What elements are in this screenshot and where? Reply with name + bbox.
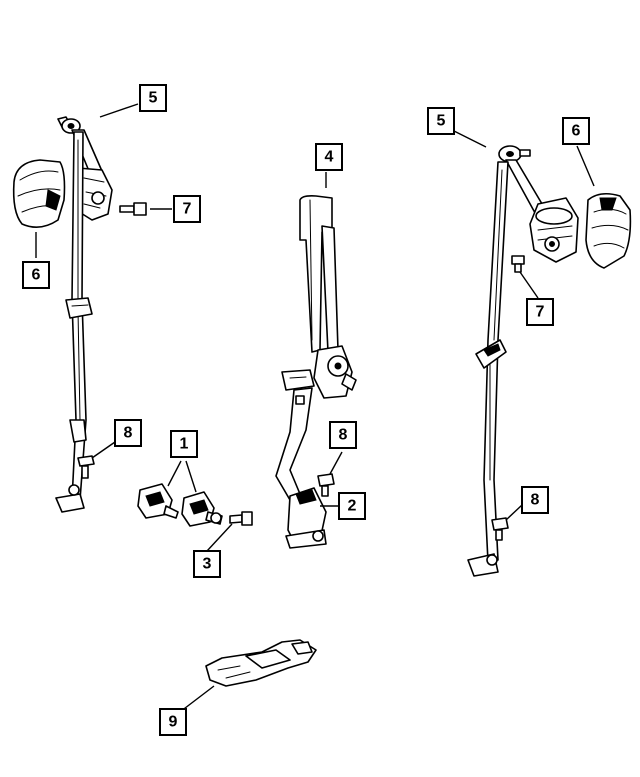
left-bolt: [119, 202, 147, 216]
callout-7-left: 7: [173, 195, 201, 223]
floor-bracket: [205, 639, 317, 687]
callout-8-right-label: 8: [531, 492, 540, 509]
callout-5-left: 5: [139, 84, 167, 112]
callout-6-right-label: 6: [572, 123, 581, 140]
left-trim-cover: [12, 159, 66, 228]
callout-5-right-label: 5: [437, 113, 446, 130]
callout-5-left-label: 5: [149, 90, 158, 107]
center-lower-bolt: [317, 473, 335, 497]
callout-9: 9: [159, 708, 187, 736]
callout-2: 2: [338, 492, 366, 520]
callout-6-right: 6: [562, 117, 590, 145]
callout-8-left: 8: [114, 419, 142, 447]
callout-8-center: 8: [329, 421, 357, 449]
callout-3-label: 3: [203, 556, 212, 573]
buckle-assembly: [137, 483, 223, 527]
right-seat-belt-assembly: [467, 145, 579, 577]
callout-8-left-label: 8: [124, 425, 133, 442]
callout-2-label: 2: [348, 498, 357, 515]
callout-8-right: 8: [521, 486, 549, 514]
callout-7-right: 7: [526, 298, 554, 326]
callout-5-right: 5: [427, 107, 455, 135]
callout-9-label: 9: [169, 714, 178, 731]
center-seat-belt: [275, 195, 357, 549]
callout-7-right-label: 7: [536, 304, 545, 321]
left-lower-bolt: [77, 455, 95, 479]
callout-7-left-label: 7: [183, 201, 192, 218]
callout-1: 1: [170, 430, 198, 458]
left-seat-belt-assembly: [55, 116, 113, 513]
callout-4: 4: [315, 143, 343, 171]
right-lower-bolt: [491, 517, 509, 541]
callout-3: 3: [193, 550, 221, 578]
center-bolt: [229, 511, 253, 526]
right-upper-bolt: [511, 255, 525, 273]
callout-6-left: 6: [22, 261, 50, 289]
right-trim-cover: [585, 192, 632, 269]
callout-8-center-label: 8: [339, 427, 348, 444]
callout-1-label: 1: [180, 436, 189, 453]
callout-4-label: 4: [325, 149, 334, 166]
callout-6-left-label: 6: [32, 267, 41, 284]
